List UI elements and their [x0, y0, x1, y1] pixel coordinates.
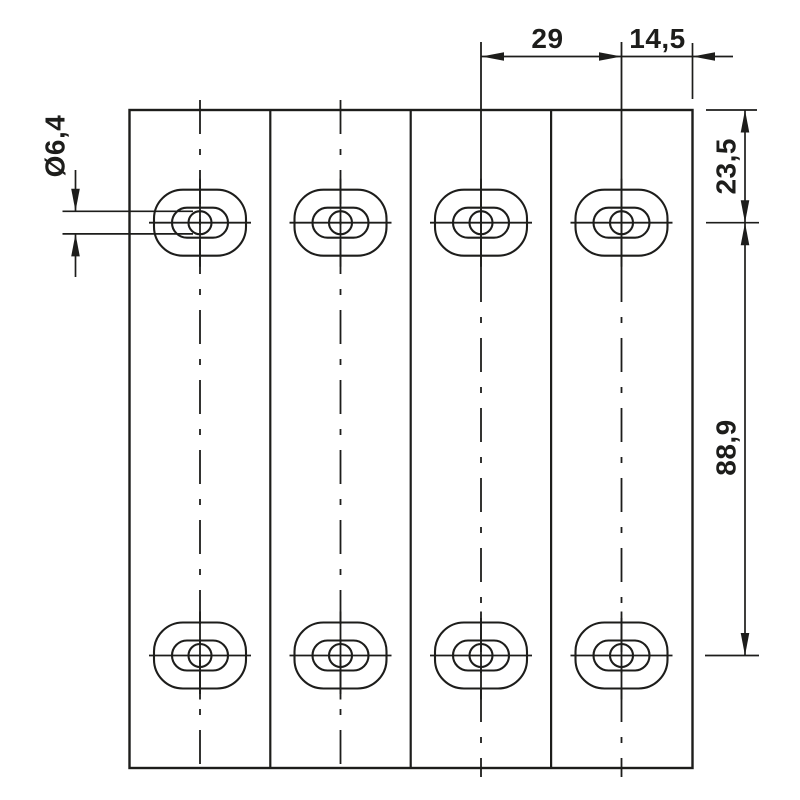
dimension-value-14-5: 14,5: [629, 23, 686, 54]
part-body: [128, 108, 694, 770]
arrowhead-left-icon: [481, 52, 504, 61]
hole-bottom-4: [569, 610, 674, 701]
arrowhead-up-icon: [71, 233, 80, 257]
dimension-value-29: 29: [531, 23, 563, 54]
dimension-value-88-9: 88,9: [711, 419, 742, 476]
dimension-value-diameter: Ø6,4: [40, 115, 71, 178]
dimension-top-offset: 23,5: [706, 109, 759, 224]
arrowhead-up-icon: [740, 110, 750, 133]
arrowhead-down-icon: [740, 633, 750, 656]
arrowhead-left-icon: [692, 52, 715, 61]
hole-bottom-3: [428, 610, 534, 701]
dimension-segment-pitch: 29: [481, 23, 622, 61]
hole-top-2: [288, 177, 393, 268]
dimension-hole-diameter: Ø6,4: [40, 115, 193, 277]
dimension-row-spacing: 88,9: [705, 222, 759, 657]
hole-top-1: [147, 177, 253, 268]
dimension-edge-distance: 14,5: [621, 23, 733, 99]
arrowhead-up-icon: [740, 222, 750, 246]
arrowhead-down-icon: [740, 200, 750, 223]
hole-bottom-1: [147, 610, 253, 701]
arrowhead-right-icon: [599, 52, 622, 61]
arrowhead-down-icon: [71, 188, 80, 212]
hole-bottom-2: [288, 610, 393, 701]
dimension-value-23-5: 23,5: [711, 138, 742, 195]
hole-top-3: [428, 177, 534, 268]
hole-top-4: [569, 177, 674, 268]
